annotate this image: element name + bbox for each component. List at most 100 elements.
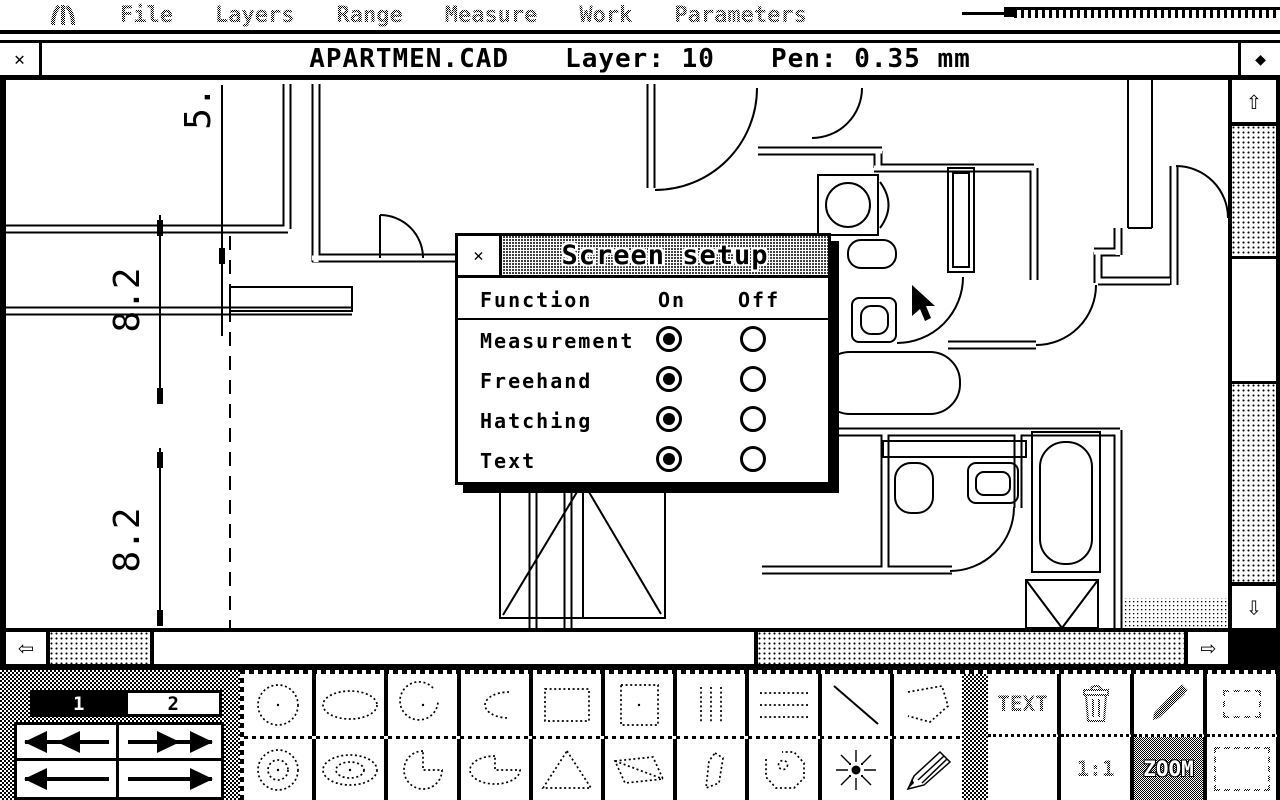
trash-icon — [1082, 685, 1109, 722]
radio-freehand-on[interactable] — [656, 366, 682, 392]
left-arrow-icon — [23, 768, 109, 790]
scale-1-1-button[interactable]: 1:1 — [1061, 737, 1134, 800]
dimension-labels: 5. 8.2 8.2 — [107, 86, 219, 572]
function-column-label: Function — [480, 288, 593, 312]
radio-freehand-off[interactable] — [740, 366, 766, 392]
scroll-down-button[interactable]: ⇩ — [1232, 586, 1276, 628]
right-tool-panel: TEXT 1:1 ZOOM — [988, 674, 1280, 800]
dialog-row-freehand: Freehand — [458, 360, 828, 400]
radio-hatching-off[interactable] — [740, 406, 766, 432]
small-window-button[interactable] — [1207, 674, 1280, 737]
bottom-toolbar: 1 2 — [0, 670, 1280, 800]
menu-range[interactable]: Range — [336, 2, 403, 28]
parallelogram-tool[interactable] — [605, 739, 678, 800]
vscroll-track-lower[interactable] — [1232, 384, 1276, 582]
rectangle-tool[interactable] — [532, 674, 606, 736]
concentric-ellipses-tool[interactable] — [316, 739, 389, 800]
scroll-up-button[interactable]: ⇧ — [1232, 80, 1276, 122]
stylus-tool-button[interactable] — [1134, 674, 1207, 737]
text-tool-button[interactable]: TEXT — [988, 674, 1061, 737]
square-tool[interactable] — [605, 674, 678, 736]
zoom-button[interactable]: ZOOM — [1134, 737, 1207, 800]
ellipse-tool[interactable] — [316, 674, 389, 736]
triangle-tool[interactable] — [532, 739, 606, 800]
dimension-label-82-upper: 8.2 — [107, 267, 148, 332]
page-tab-1[interactable]: 1 — [33, 693, 125, 715]
pie-tool[interactable] — [388, 739, 461, 800]
tool-row-divider — [244, 736, 962, 739]
line-tool[interactable] — [821, 674, 894, 736]
close-box-icon[interactable]: ✕ — [0, 43, 42, 75]
up-arrow-icon: ⇧ — [1246, 86, 1262, 116]
rounded-polygon-tool[interactable] — [749, 739, 822, 800]
menu-work[interactable]: Work — [579, 2, 633, 28]
radio-measurement-off[interactable] — [740, 326, 766, 352]
radio-text-on[interactable] — [656, 446, 682, 472]
right-arrow-button[interactable] — [119, 761, 221, 797]
double-right-arrow-icon — [128, 730, 213, 753]
balcony-hatch — [1124, 598, 1228, 628]
elliptical-pie-tool[interactable] — [460, 739, 533, 800]
menu-layers[interactable]: Layers — [214, 2, 295, 28]
elliptical-arc-tool[interactable] — [460, 674, 533, 736]
page-tabs: 1 2 — [30, 690, 222, 717]
radio-measurement-on[interactable] — [656, 326, 682, 352]
window-title-bar[interactable]: ✕ APARTMEN.CAD Layer: 10 Pen: 0.35 mm ◆ — [0, 40, 1280, 78]
right-arrow-icon: ⇨ — [1200, 633, 1216, 663]
spray-tool[interactable] — [821, 739, 894, 800]
menu-bar-divider — [0, 30, 1280, 34]
delete-tool-button[interactable] — [1061, 674, 1134, 737]
measurement-label: Measurement — [480, 329, 635, 353]
double-left-arrow-button[interactable] — [17, 725, 119, 761]
screen-setup-dialog: ✕ Screen setup Function On Off Measureme… — [455, 233, 831, 485]
concentric-circles-tool[interactable] — [244, 739, 317, 800]
double-right-arrow-button[interactable] — [119, 725, 221, 761]
left-arrow-button[interactable] — [17, 761, 119, 797]
scroll-right-button[interactable]: ⇨ — [1188, 632, 1228, 664]
layer-indicator: Layer: 10 — [565, 44, 715, 74]
pencil-tool[interactable] — [893, 739, 963, 800]
menu-file[interactable]: File — [120, 2, 173, 28]
vscroll-thumb[interactable] — [1232, 256, 1276, 384]
menu-measure[interactable]: Measure — [444, 2, 538, 28]
radio-text-off[interactable] — [740, 446, 766, 472]
ruler-comb — [1014, 7, 1280, 18]
right-arrow-icon — [128, 768, 213, 790]
vertical-hatch-tool[interactable] — [677, 674, 750, 736]
menu-parameters[interactable]: Parameters — [674, 2, 807, 28]
atari-fuji-icon[interactable] — [48, 3, 78, 27]
off-column-label: Off — [738, 288, 781, 312]
text-label: Text — [480, 449, 537, 473]
right-panel-separator — [962, 674, 988, 800]
leaf-tool[interactable] — [677, 739, 750, 800]
dialog-row-measurement: Measurement — [458, 320, 828, 360]
pan-arrow-grid — [14, 722, 224, 800]
large-window-button[interactable] — [1207, 737, 1280, 800]
toolbar-top-border — [240, 670, 1280, 674]
arrow-cursor — [912, 285, 935, 321]
horizontal-hatch-tool[interactable] — [749, 674, 822, 736]
polygon-tool[interactable] — [893, 674, 963, 736]
vscroll-track-upper[interactable] — [1232, 126, 1276, 256]
hscroll-track-left[interactable] — [50, 632, 150, 664]
text-tool-label: TEXT — [997, 692, 1048, 716]
stylus-icon — [1152, 684, 1188, 720]
ruler-line — [962, 12, 1006, 15]
dialog-close-icon[interactable]: ✕ — [458, 236, 502, 275]
radio-hatching-on[interactable] — [656, 406, 682, 432]
hscroll-thumb[interactable] — [154, 632, 754, 664]
circle-tool[interactable] — [244, 674, 317, 736]
dialog-title-bar[interactable]: ✕ Screen setup — [458, 236, 828, 278]
dialog-row-hatching: Hatching — [458, 400, 828, 440]
hscroll-track-right[interactable] — [758, 632, 1184, 664]
zoom-label: ZOOM — [1143, 756, 1194, 781]
fuller-box-icon[interactable]: ◆ — [1238, 43, 1280, 75]
page-tab-2[interactable]: 2 — [124, 693, 220, 715]
tool-row-1 — [244, 674, 963, 736]
scroll-left-button[interactable]: ⇦ — [6, 632, 46, 664]
drawing-canvas[interactable]: 5. 8.2 8.2 ✕ Screen setup Function On Of… — [6, 80, 1228, 628]
horizontal-scrollbar: ⇦ ⇨ — [6, 630, 1228, 668]
dialog-title: Screen setup — [561, 240, 769, 271]
arc-tool[interactable] — [388, 674, 461, 736]
toolbar-left-border — [240, 670, 244, 800]
